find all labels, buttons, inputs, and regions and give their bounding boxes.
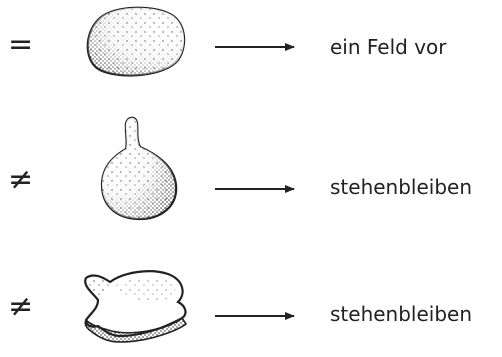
outcome-label: ein Feld vor xyxy=(330,37,447,57)
rule-row: = ein Feld vor xyxy=(0,0,502,118)
gourd-blob-icon xyxy=(92,115,188,227)
equals-symbol: = xyxy=(8,30,33,60)
arrow-right-icon xyxy=(214,40,296,54)
fish-blob-icon xyxy=(74,260,200,346)
rule-row: ≠ stehenbleiben xyxy=(0,238,502,357)
outcome-label: stehenbleiben xyxy=(330,304,472,324)
arrow-right-icon xyxy=(214,182,296,196)
rule-row: ≠ stehenbleiben xyxy=(0,118,502,238)
not-equals-symbol: ≠ xyxy=(8,165,33,195)
outcome-label: stehenbleiben xyxy=(330,177,472,197)
arrow-right-icon xyxy=(214,309,296,323)
oval-blob-icon xyxy=(80,2,192,82)
not-equals-symbol: ≠ xyxy=(8,292,33,322)
